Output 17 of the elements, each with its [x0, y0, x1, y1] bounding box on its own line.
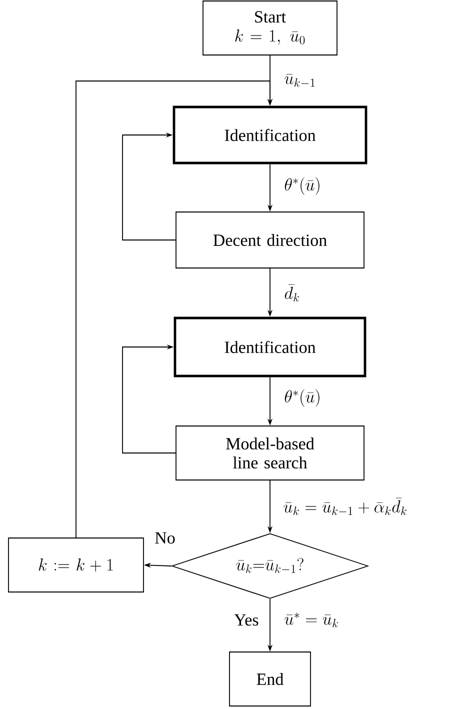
process-box: End [229, 652, 311, 706]
arrow [76, 80, 273, 538]
edge-label: $\bar{u}_{k-1}$ [283, 73, 318, 89]
process-box: Decent direction [176, 212, 364, 268]
arrow [122, 132, 176, 240]
process-box: $k:=k+1$ [8, 538, 144, 592]
edge-label: $\bar{d}_k$ [283, 284, 301, 302]
edge-label: $\bar{u}_k=\bar{u}_{k-1}+\bar{\alpha}_k\bar{d}_k$ [282, 497, 408, 517]
edge-label: $\theta^*(\bar{u})$ [283, 388, 322, 408]
formula-label: $\bar{u}^*=\bar{u}_k$ [283, 612, 340, 628]
process-box: Identification [174, 316, 366, 378]
process-box: Identification [172, 106, 368, 164]
edge-label: Yes [233, 613, 260, 627]
process-box: Model-based line search [176, 426, 364, 480]
process-box: Start $k=1,\ \bar{u}_0$ [202, 0, 338, 56]
edge-label: $\theta^*(\bar{u})$ [283, 176, 322, 196]
arrow [122, 344, 176, 454]
